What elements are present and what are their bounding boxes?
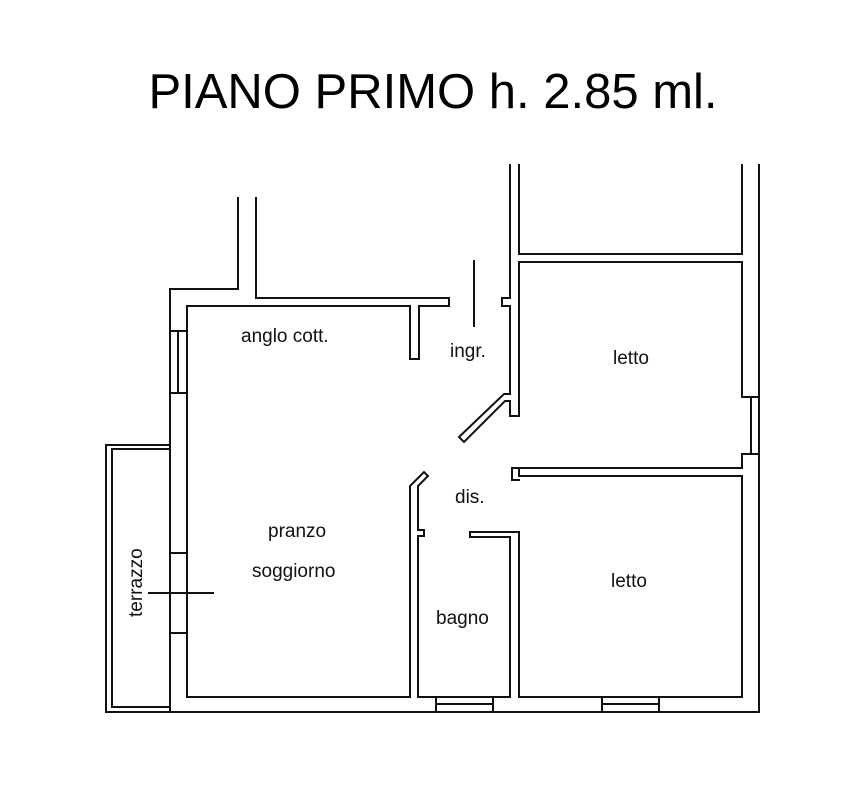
room-label-bedroom-2: letto [611,571,647,592]
room-label-kitchen: anglo cott. [241,326,329,347]
room-label-bathroom: bagno [436,608,489,629]
room-label-hallway: dis. [455,487,485,508]
room-label-living-pranzo: pranzo [268,521,326,542]
room-label-bedroom-1: letto [613,348,649,369]
walls [105,164,760,713]
room-label-entrance: ingr. [450,341,486,362]
room-label-terrace: terrazzo [126,548,147,617]
room-label-living-soggiorno: soggiorno [252,561,335,582]
floor-plan-title: PIANO PRIMO h. 2.85 ml. [148,65,718,119]
room-labels: anglo cott. ingr. letto dis. pranzo sogg… [126,326,649,629]
